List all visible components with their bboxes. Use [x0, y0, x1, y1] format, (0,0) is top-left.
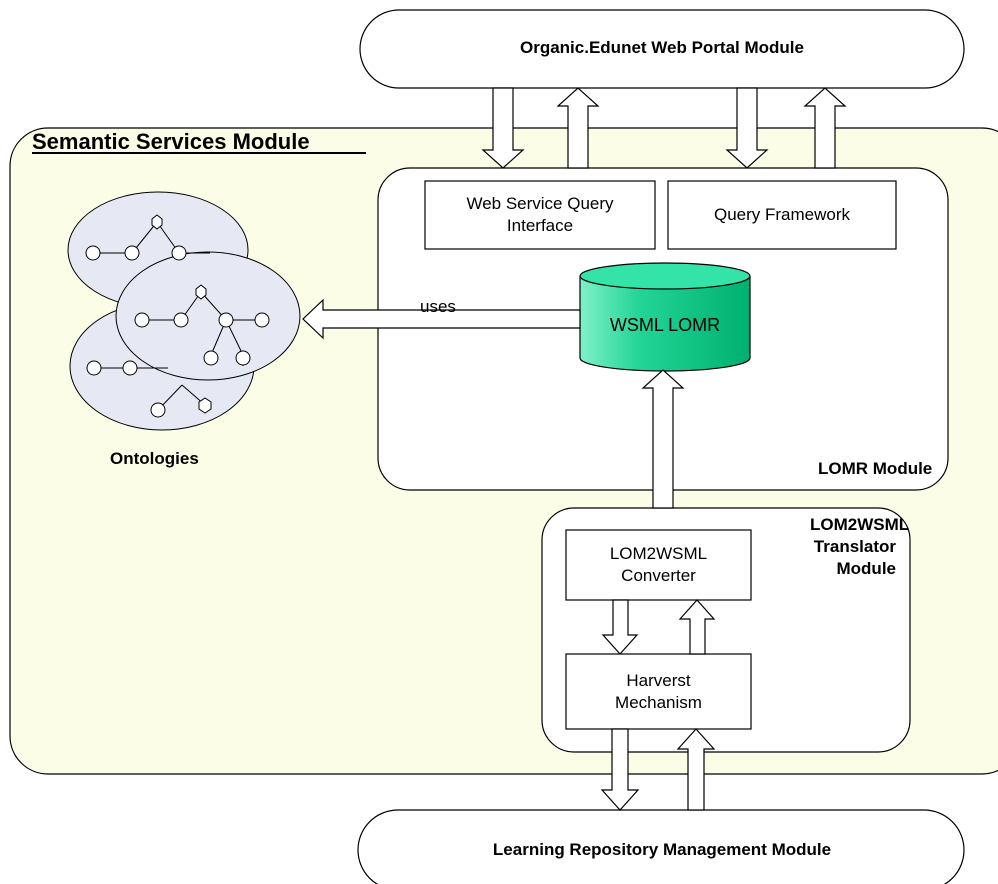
harvest-label: Harverst Mechanism	[615, 670, 702, 712]
harvest-box	[565, 653, 752, 730]
query-framework-box	[667, 180, 897, 250]
semantic-services-module-label: Semantic Services Module	[32, 129, 310, 154]
translator-module-label: LOM2WSML Translator Module	[810, 515, 910, 578]
arrow-repo-up	[676, 728, 716, 811]
converter-box	[565, 529, 752, 601]
converter-label: LOM2WSML Converter	[609, 544, 708, 585]
arrow-portal-up-2	[803, 87, 847, 169]
arrow-translator-to-lomr	[641, 369, 685, 509]
portal-module-shape	[359, 9, 965, 89]
arrow-portal-down-2	[725, 87, 769, 169]
wsml-lomr-cylinder	[579, 262, 751, 372]
query-interface-label: Web Service Query Interface	[466, 194, 614, 235]
arrow-uses	[302, 298, 581, 340]
arrow-portal-down-1	[481, 87, 525, 169]
repository-module-label: Learning Repository Management Module	[492, 840, 832, 859]
uses-label: uses	[420, 297, 456, 316]
ontologies-label: Ontologies	[110, 449, 199, 468]
arrow-repo-down	[600, 728, 640, 811]
arrow-harvest-up	[678, 599, 716, 655]
arrow-converter-down	[601, 599, 639, 655]
ontologies-graphic	[67, 191, 301, 431]
portal-module-label: Organic.Edunet Web Portal Module	[520, 38, 804, 57]
query-framework-label: Query Framework	[713, 205, 851, 224]
lomr-module-label: LOMR Module	[818, 459, 933, 478]
arrow-portal-up-1	[556, 87, 600, 169]
query-interface-box	[424, 180, 656, 250]
repository-module-shape	[357, 809, 965, 884]
wsml-lomr-label: WSML LOMR	[609, 315, 721, 335]
